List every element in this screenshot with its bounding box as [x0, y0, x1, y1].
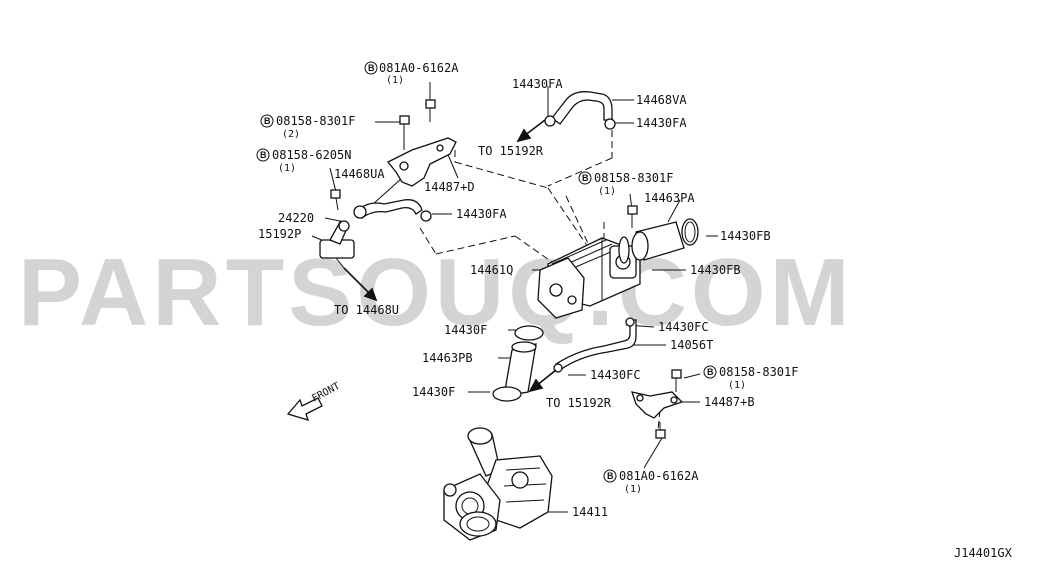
part-label-14461q[interactable]: 14461Q [470, 263, 513, 277]
callout-c06[interactable]: B 081A0-6162A (1) [603, 469, 699, 495]
part-label-14430fa-mid[interactable]: 14430FA [456, 207, 507, 221]
callout-qty: (2) [282, 129, 300, 140]
part-label-14411[interactable]: 14411 [572, 505, 608, 519]
part-label-15192p[interactable]: 15192P [258, 227, 301, 241]
part-label-to-15192r-bot: TO 15192R [546, 396, 612, 410]
hose-14468ua [353, 199, 432, 222]
egr-cooler-14461q [537, 237, 641, 319]
bolt-badge-letter: B [607, 471, 614, 481]
bracket-14487d [386, 137, 457, 187]
bolt-badge-icon [703, 365, 717, 379]
callout-c02[interactable]: B 08158-8301F (2) [260, 114, 355, 140]
turbocharger-14411 [443, 427, 553, 541]
watermark: PARTSOUQ.COM [18, 239, 854, 346]
part-label-14430fc-bot[interactable]: 14430FC [590, 368, 641, 382]
bolt-badge-icon [603, 469, 617, 483]
callout-code: 08158-8301F [719, 365, 798, 379]
callout-c05[interactable]: B 08158-8301F (1) [703, 365, 798, 391]
callout-code: 081A0-6162A [619, 469, 699, 483]
callout-qty: (1) [598, 186, 616, 197]
bolt-badge-icon [578, 171, 592, 185]
part-label-14430f-top[interactable]: 14430F [444, 323, 487, 337]
pipe-14056t [553, 317, 637, 373]
part-label-14487d[interactable]: 14487+D [424, 180, 475, 194]
bolt-badge-icon [260, 114, 274, 128]
bolt-badge-icon [256, 148, 270, 162]
part-label-14468ua[interactable]: 14468UA [334, 167, 385, 181]
part-label-14468va[interactable]: 14468VA [636, 93, 687, 107]
sensor-15192p [319, 220, 355, 269]
callout-qty: (1) [728, 380, 746, 391]
callout-qty: (1) [624, 484, 642, 495]
front-indicator: FRONT [286, 381, 342, 421]
part-label-14430fa-right[interactable]: 14430FA [636, 116, 687, 130]
bolt-badge-letter: B [260, 150, 267, 160]
callout-c04[interactable]: B 08158-8301F (1) [578, 171, 673, 197]
bolt-badge-letter: B [368, 63, 375, 73]
hose-14468va [544, 91, 616, 130]
part-label-14487b[interactable]: 14487+B [704, 395, 755, 409]
callout-c03[interactable]: B 08158-6205N (1) [256, 148, 351, 174]
diagram-code: J14401GX [954, 546, 1013, 560]
callout-code: 081A0-6162A [379, 61, 459, 75]
part-label-24220[interactable]: 24220 [278, 211, 314, 225]
callout-code: 08158-8301F [276, 114, 355, 128]
part-label-14430fb-bot[interactable]: 14430FB [690, 263, 741, 277]
part-label-to-15192r-top: TO 15192R [478, 144, 544, 158]
part-label-14463pa[interactable]: 14463PA [644, 191, 695, 205]
part-label-14430fa-top[interactable]: 14430FA [512, 77, 563, 91]
callout-c01[interactable]: B 081A0-6162A (1) [364, 61, 459, 86]
part-label-14463pb[interactable]: 14463PB [422, 351, 473, 365]
front-label: FRONT [310, 381, 342, 405]
callout-qty: (1) [278, 163, 296, 174]
part-label-14430f-bot[interactable]: 14430F [412, 385, 455, 399]
bolt-badge-letter: B [264, 116, 271, 126]
callout-code: 08158-6205N [272, 148, 351, 162]
callout-code: 08158-8301F [594, 171, 673, 185]
part-label-14430fb-top[interactable]: 14430FB [720, 229, 771, 243]
hose-14463pb [492, 325, 544, 402]
bolt-badge-letter: B [582, 173, 589, 183]
part-label-to-14468u: TO 14468U [334, 303, 399, 317]
flow-arrows [343, 119, 557, 393]
bracket-14487b [631, 391, 684, 419]
bolt-badge-letter: B [707, 367, 714, 377]
part-label-14430fc-top[interactable]: 14430FC [658, 320, 709, 334]
callout-qty: (1) [386, 75, 404, 86]
bolt-badge-icon [364, 61, 378, 75]
hose-14463pa [618, 218, 699, 264]
bolt-group-top [330, 99, 682, 439]
leader-lines [311, 82, 718, 513]
part-label-14056t[interactable]: 14056T [670, 338, 713, 352]
